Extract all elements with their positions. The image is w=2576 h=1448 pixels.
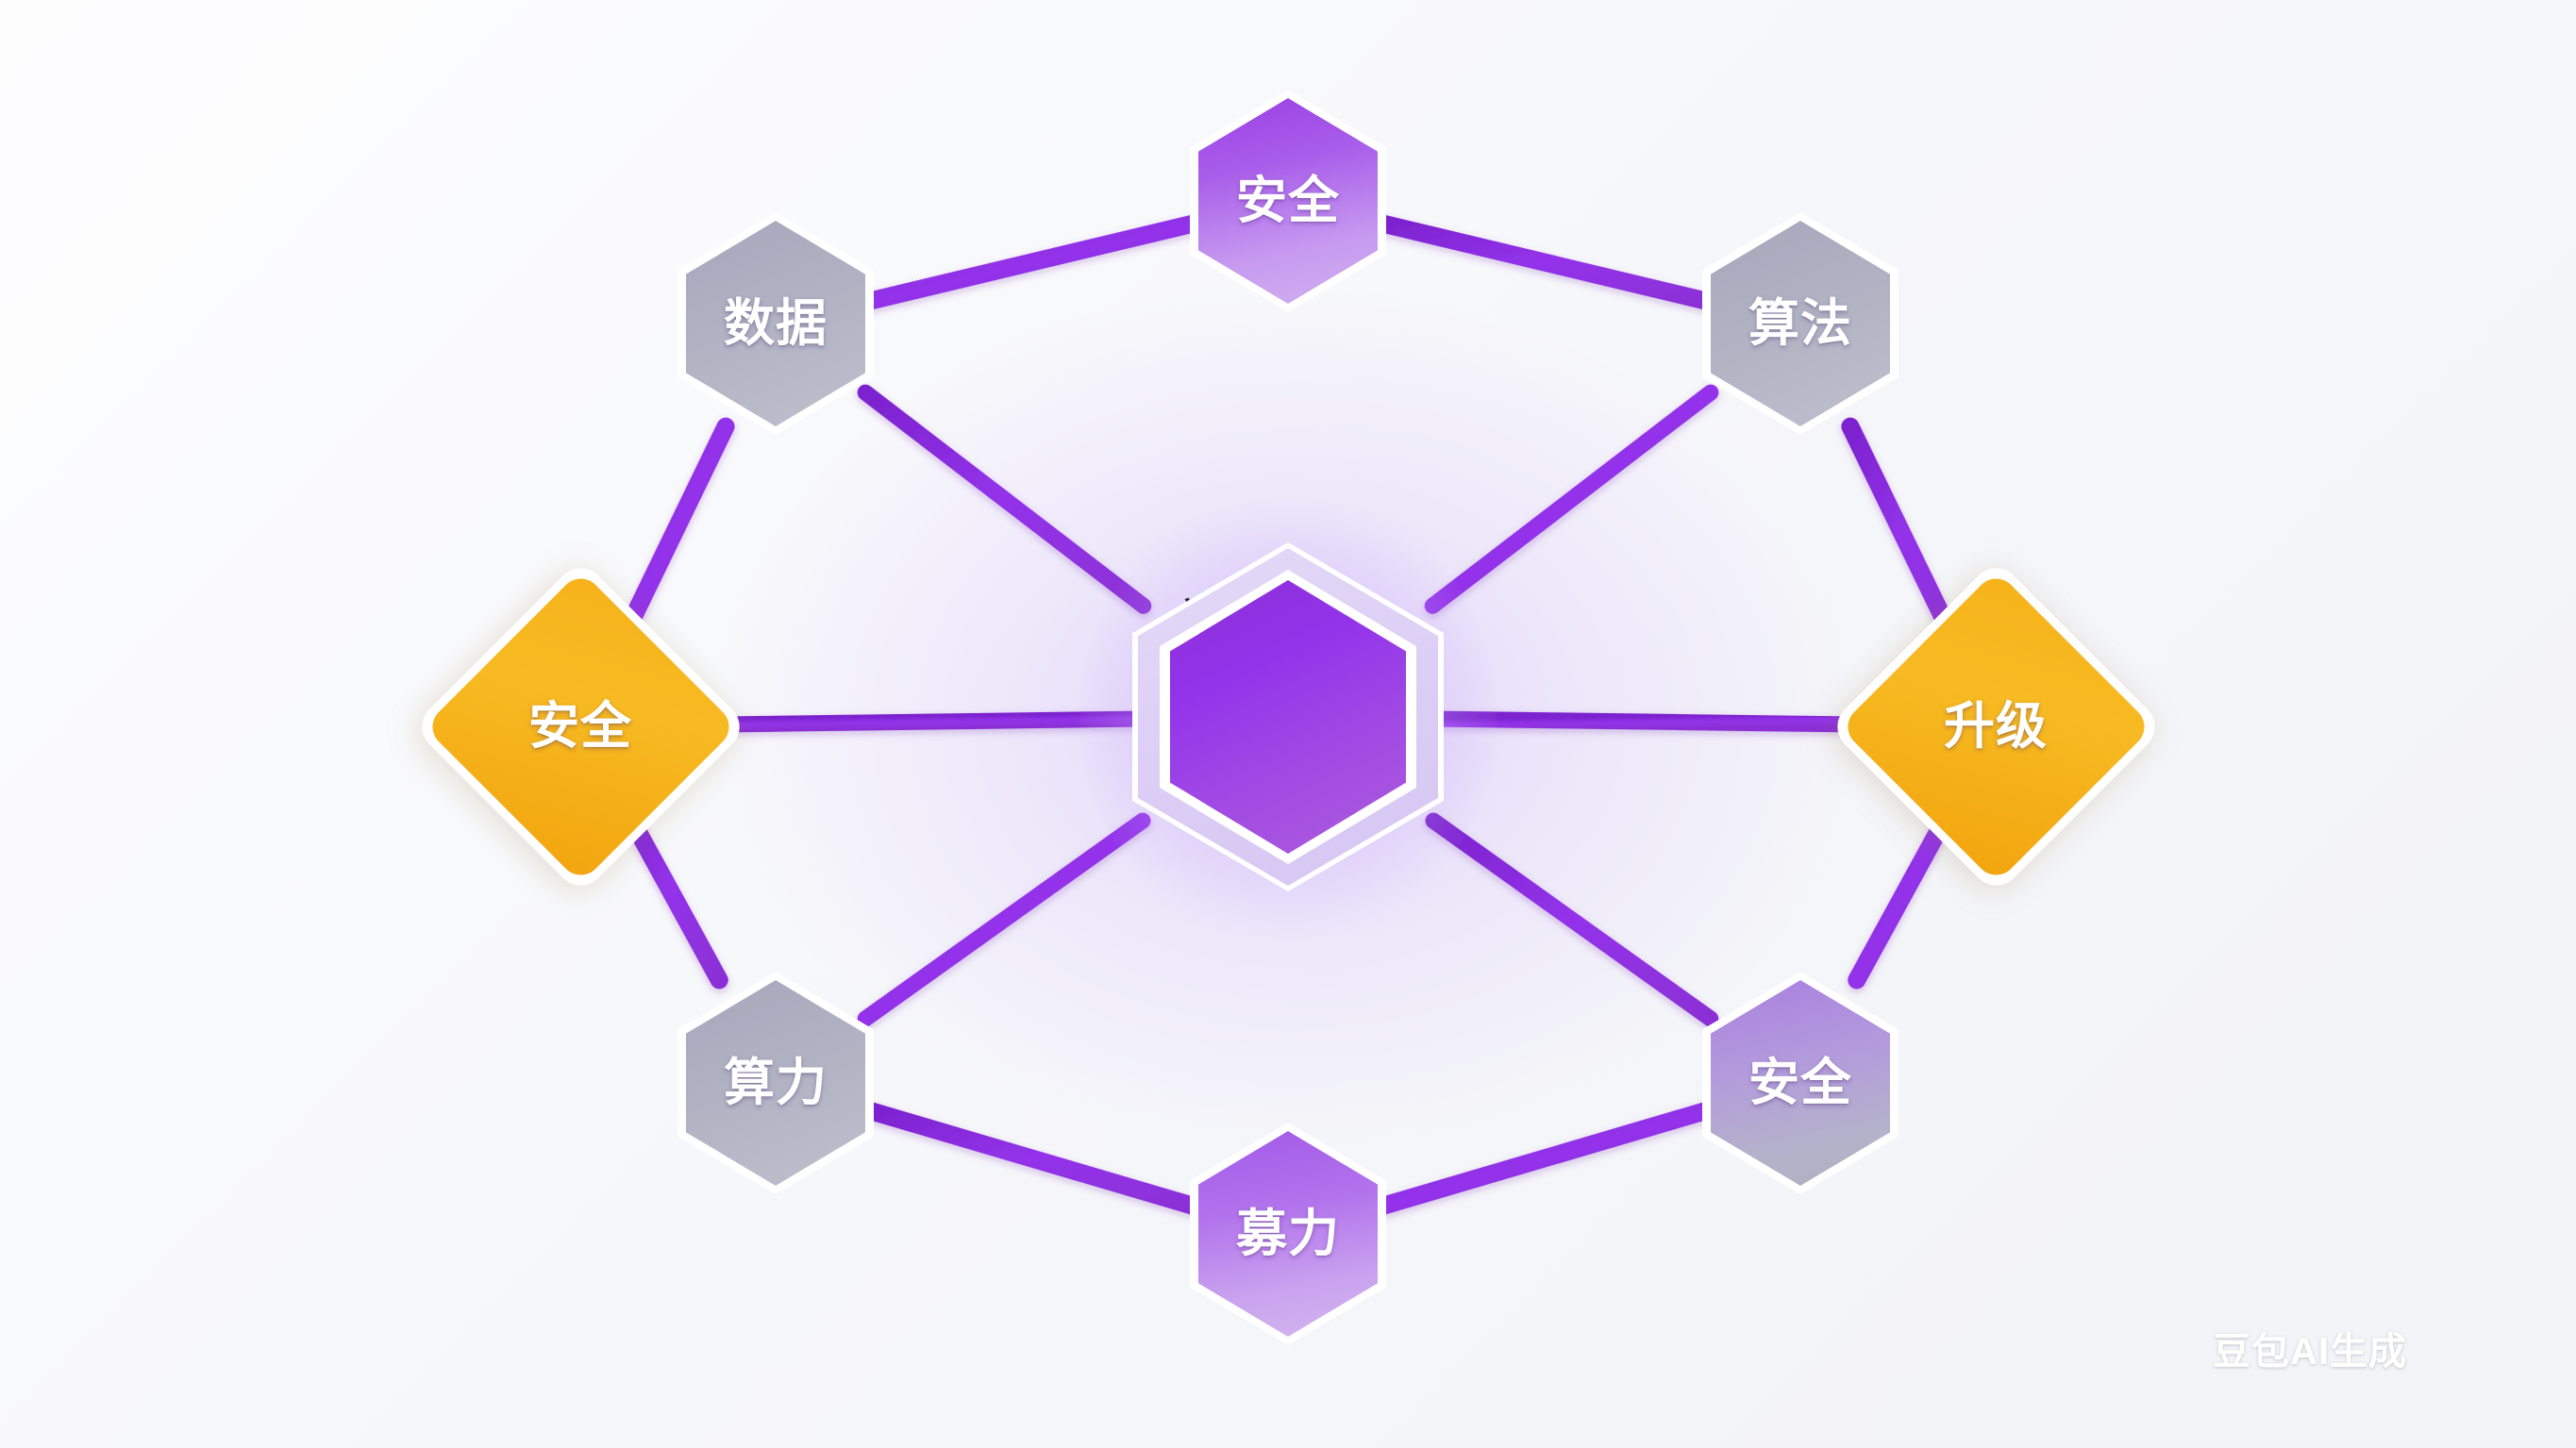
connector-bottom-to-bottom-right: [1368, 1100, 1720, 1217]
node-bottom-right[interactable]: 安全: [1702, 972, 1899, 1194]
node-label-top-left: 数据: [724, 294, 828, 352]
node-top-right[interactable]: 算法: [1702, 212, 1899, 435]
connector-center-to-top-left: [857, 384, 1152, 614]
connector-center-to-left: [683, 710, 1145, 733]
connector-top-left-to-top: [857, 213, 1207, 311]
node-top-left[interactable]: 数据: [677, 212, 874, 435]
node-bottom[interactable]: 募力: [1190, 1123, 1386, 1345]
connector-center-to-right: [1431, 710, 1893, 733]
node-left[interactable]: 安全: [411, 558, 749, 895]
node-label-bottom-left: 算力: [724, 1054, 828, 1111]
connector-center-to-bottom-right: [1425, 812, 1719, 1027]
node-label-bottom-right: 安全: [1748, 1054, 1852, 1111]
connector-center-to-bottom-left: [857, 812, 1151, 1027]
connector-bottom-left-to-bottom: [856, 1100, 1208, 1217]
node-bottom-left[interactable]: 算力: [677, 972, 874, 1194]
connector-center-to-top-right: [1424, 384, 1719, 614]
node-label-bottom: 募力: [1236, 1205, 1340, 1262]
center-node-master-control[interactable]: 总控 模块: [1079, 490, 1497, 944]
node-label-right: 升级: [1944, 697, 2048, 755]
node-label-top: 安全: [1236, 172, 1340, 229]
node-top[interactable]: 安全: [1190, 90, 1386, 312]
node-label-left: 安全: [528, 697, 632, 755]
connector-top-to-top-right: [1369, 213, 1719, 311]
node-right[interactable]: 升级: [1827, 558, 2165, 895]
watermark-doubao-ai: 豆包AI生成: [2213, 1331, 2407, 1373]
node-label-top-right: 算法: [1748, 294, 1852, 352]
